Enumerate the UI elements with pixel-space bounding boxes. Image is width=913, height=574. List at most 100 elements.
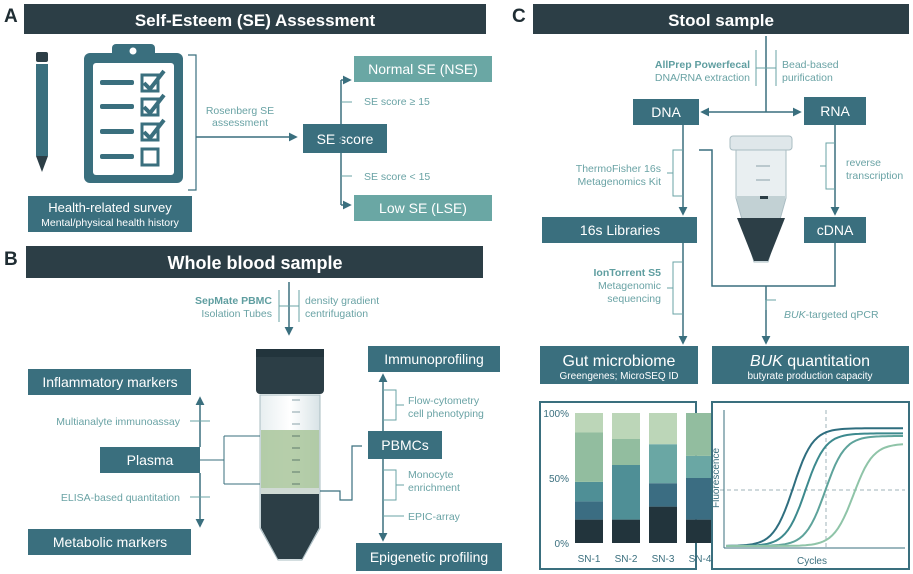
stacked-bar-chart: 0% 50% 100% SN-1 SN-2 SN-3 SN-4 [539, 401, 714, 570]
pencil-icon [36, 52, 48, 172]
y-tick-label: 0% [555, 539, 570, 550]
x-tick-label: SN-4 [689, 554, 712, 565]
x-tick-label: SN-2 [615, 554, 638, 565]
metabolic-markers-label: Metabolic markers [53, 534, 167, 550]
y-tick-label: 50% [549, 474, 569, 485]
x-tick-label: SN-3 [652, 554, 675, 565]
panel-c-title: Stool sample [668, 11, 774, 30]
rna-label: RNA [820, 103, 850, 119]
buk-qpcr-rest: -targeted qPCR [806, 309, 879, 321]
bar-segment [686, 413, 714, 456]
sepmate-label-1: SepMate PBMC [195, 295, 272, 307]
immunoprofiling-label: Immunoprofiling [384, 351, 484, 367]
bar-segment [575, 413, 603, 433]
clipboard-checklist-icon [84, 44, 183, 183]
bar-segment [575, 501, 603, 520]
sepmate-label-2: Isolation Tubes [201, 308, 272, 320]
survey-subtitle: Mental/physical health history [41, 217, 179, 229]
flow-label-2: cell phenotyping [408, 408, 484, 420]
plasma-label: Plasma [127, 452, 174, 468]
panel-b-letter: B [4, 249, 18, 270]
bar-segment [612, 519, 640, 543]
qpcr-amplification-chart: Cycles Fluorescence [711, 401, 910, 570]
x-axis-label: Cycles [797, 556, 827, 567]
bar-segment [612, 413, 640, 439]
epigenetic-profiling-label: Epigenetic profiling [370, 549, 488, 565]
pbmcs-label: PBMCs [381, 437, 428, 453]
iontorrent-label-2: Metagenomic [598, 280, 661, 292]
elisa-label: ELISA-based quantitation [61, 492, 180, 504]
thermo-label-2: Metagenomics Kit [578, 176, 662, 188]
y-axis-label: Fluorescence [711, 448, 722, 508]
bar-segment [649, 444, 677, 484]
inflammatory-markers-label: Inflammatory markers [42, 374, 177, 390]
bar-segment [575, 432, 603, 482]
panel-a-letter: A [4, 6, 18, 27]
panel-c-header [533, 4, 909, 34]
bar-segment [575, 481, 603, 502]
normal-condition: SE score ≥ 15 [364, 96, 430, 108]
panel-b-header [26, 246, 483, 278]
gut-microbiome-box [540, 346, 698, 384]
buk-quantitation-box [712, 346, 909, 384]
gut-microbiome-title: Gut microbiome [563, 353, 676, 370]
normal-se-box [354, 56, 492, 82]
cdna-label: cDNA [817, 222, 854, 238]
bar-segment [612, 465, 640, 520]
buk-title-italic: BUK [750, 353, 784, 370]
bar-segment [649, 506, 677, 543]
density-label-1: density gradient [305, 295, 379, 307]
libraries-label: 16s Libraries [580, 222, 660, 238]
bar-segment [686, 519, 714, 543]
se-score-box [303, 124, 387, 153]
buk-qpcr-italic: BUK [784, 309, 807, 321]
allprep-label-1: AllPrep Powerfecal [655, 59, 750, 71]
bar-segment [575, 519, 603, 543]
iontorrent-label-3: sequencing [607, 293, 661, 305]
bead-label-1: Bead-based [782, 59, 839, 71]
reverse-label-1: reverse [846, 157, 881, 169]
health-survey-box [28, 196, 192, 232]
se-score-label: SE score [317, 131, 374, 147]
multianalyte-label: Multianalyte immunoassay [56, 416, 180, 428]
panel-c-letter: C [512, 6, 526, 27]
buk-quantitation-subtitle: butyrate production capacity [747, 371, 872, 382]
monocyte-label-1: Monocyte [408, 469, 454, 481]
dna-box [633, 99, 699, 125]
metabolic-markers-box [28, 529, 191, 555]
thermo-label-1: ThermoFisher 16s [576, 163, 661, 175]
rosenberg-label-1: Rosenberg SE [206, 105, 274, 117]
panel-b-title: Whole blood sample [167, 253, 342, 273]
x-tick-label: SN-1 [578, 554, 601, 565]
low-condition: SE score < 15 [364, 171, 430, 183]
immunoprofiling-box [368, 346, 500, 372]
gut-microbiome-subtitle: Greengenes; MicroSEQ ID [560, 371, 679, 382]
centrifuge-tube-icon [256, 349, 324, 561]
plasma-box [100, 447, 200, 473]
rosenberg-label-2: assessment [212, 117, 268, 129]
libraries-box [542, 217, 697, 243]
dna-label: DNA [651, 104, 681, 120]
y-tick-label: 100% [543, 409, 569, 420]
iontorrent-label-1: IonTorrent S5 [594, 267, 662, 279]
allprep-label-2: DNA/RNA extraction [655, 72, 750, 84]
buk-qpcr-label: BUK-targeted qPCR [784, 309, 879, 321]
bead-label-2: purification [782, 72, 833, 84]
density-label-2: centrifugation [305, 308, 368, 320]
bar-segment [649, 413, 677, 445]
amplification-curve [726, 443, 904, 547]
bar-segment [612, 439, 640, 465]
buk-title-rest: quantitation [783, 353, 870, 370]
line-chart-frame [711, 401, 910, 570]
panel-a-header [24, 4, 486, 34]
monocyte-label-2: enrichment [408, 482, 460, 494]
inflammatory-markers-box [28, 369, 191, 395]
reverse-label-2: transcription [846, 170, 903, 182]
low-se-label: Low SE (LSE) [379, 200, 467, 216]
microcentrifuge-tube-icon [729, 135, 793, 263]
bar-segment [649, 483, 677, 507]
cdna-box [804, 217, 866, 243]
epic-array-label: EPIC-array [408, 511, 461, 523]
flow-label-1: Flow-cytometry [408, 395, 480, 407]
rna-box [804, 97, 866, 125]
